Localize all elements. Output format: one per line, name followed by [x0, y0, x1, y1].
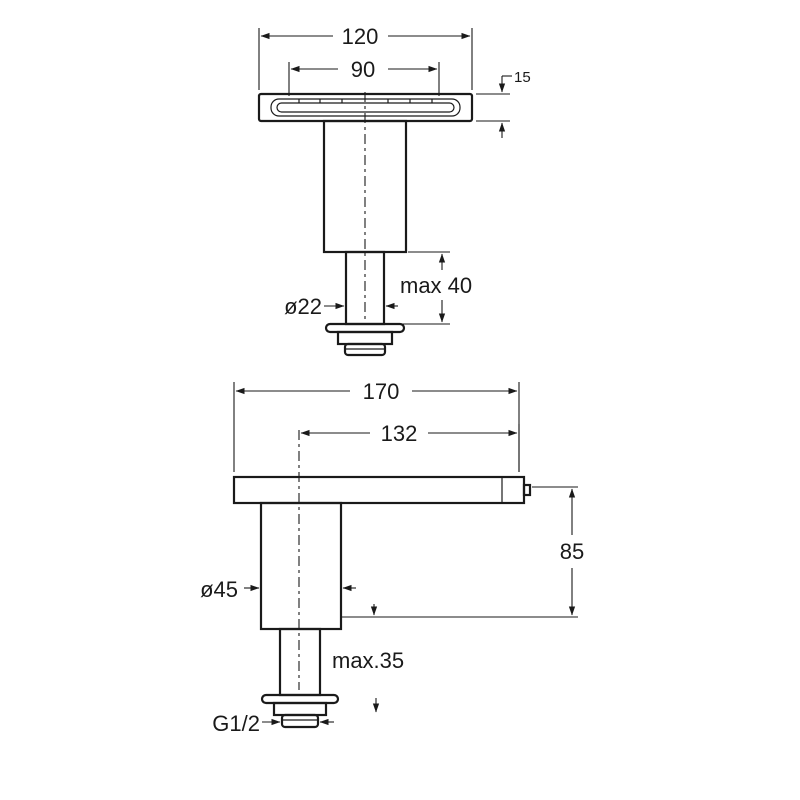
label-body-diameter: ø45 — [200, 577, 238, 602]
dim-width-outer: 120 — [258, 24, 473, 90]
side-spout — [232, 475, 526, 505]
side-view: 170 132 85 ø45 max.35 — [200, 379, 584, 736]
label-overall-length: 170 — [363, 379, 400, 404]
side-outlet — [522, 483, 532, 497]
side-body — [259, 501, 343, 631]
top-view: 120 90 15 max 40 — [257, 24, 531, 357]
side-washer — [260, 693, 340, 705]
top-washer — [324, 322, 406, 334]
label-pipe-diameter: ø22 — [284, 294, 322, 319]
label-width-inner: 90 — [351, 57, 375, 82]
slot-ticks — [298, 99, 433, 103]
dim-body-diameter: ø45 — [200, 577, 356, 602]
dim-reach: 132 — [300, 421, 520, 472]
dim-stroke-max-side: max.35 — [332, 648, 404, 713]
label-thread: G1/2 — [212, 711, 260, 736]
label-stroke-max: max 40 — [400, 273, 472, 298]
side-nut — [272, 701, 328, 717]
side-pipe — [278, 627, 322, 697]
dim-thread: G1/2 — [212, 711, 334, 736]
dim-pipe-diameter: ø22 — [284, 294, 398, 319]
label-reach: 132 — [381, 421, 418, 446]
top-slot-inner — [276, 102, 455, 113]
dim-thickness: 15 — [476, 69, 531, 138]
dim-overall-length: 170 — [233, 379, 520, 472]
side-fitting — [280, 713, 320, 729]
dim-height: 85 — [341, 486, 584, 618]
label-thickness: 15 — [514, 69, 531, 86]
label-width-outer: 120 — [342, 24, 379, 49]
label-height: 85 — [560, 539, 584, 564]
dim-width-inner: 90 — [288, 57, 440, 96]
dim-stroke-max: max 40 — [394, 251, 472, 325]
label-stroke-max-side: max.35 — [332, 648, 404, 673]
top-nut — [336, 330, 394, 346]
